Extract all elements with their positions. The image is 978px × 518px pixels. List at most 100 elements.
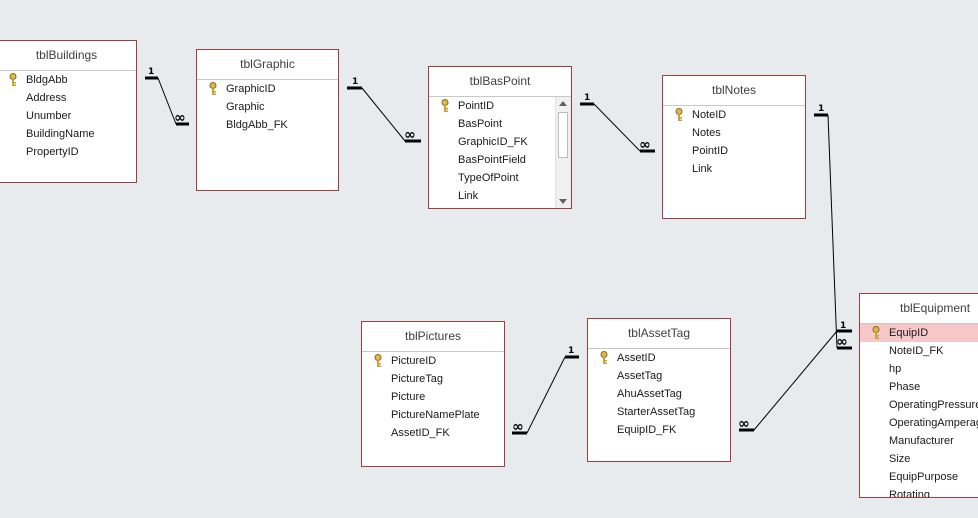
primary-key-icon <box>872 326 880 339</box>
field-noteid-fk[interactable]: NoteID_FK <box>860 342 978 360</box>
field-hp[interactable]: hp <box>860 360 978 378</box>
cardinality-one-label: 1 <box>818 104 824 114</box>
field-picturetag[interactable]: PictureTag <box>362 370 504 388</box>
field-bldgabb[interactable]: BldgAbb <box>0 71 136 89</box>
field-label: PropertyID <box>26 146 79 158</box>
rel-baspoint-notes-line[interactable] <box>593 103 641 152</box>
field-assetid[interactable]: AssetID <box>588 349 730 367</box>
field-label: BasPointField <box>458 154 526 166</box>
table-tblequipment[interactable]: tblEquipment EquipID NoteID_FK hp Phase … <box>859 293 978 498</box>
field-address[interactable]: Address <box>0 89 136 107</box>
cardinality-one-label: 1 <box>840 321 846 331</box>
cardinality-one-label: 1 <box>352 77 358 87</box>
table-tblbuildings[interactable]: tblBuildings BldgAbb Address Unumber Bui… <box>0 40 137 183</box>
field-graphicid[interactable]: GraphicID <box>197 80 338 98</box>
table-title[interactable]: tblBasPoint <box>429 67 571 97</box>
cardinality-many-label: ∞ <box>404 127 416 143</box>
table-title[interactable]: tblBuildings <box>0 41 136 71</box>
field-label: Address <box>26 92 67 104</box>
field-label: AssetID_FK <box>391 427 450 439</box>
field-equipid[interactable]: EquipID <box>860 324 978 342</box>
field-label: AssetID <box>617 352 656 364</box>
field-picture[interactable]: Picture <box>362 388 504 406</box>
primary-key-icon <box>675 108 683 121</box>
field-operatingpressure[interactable]: OperatingPressure <box>860 396 978 414</box>
rel-equipment-assettag-line[interactable] <box>753 330 838 431</box>
cardinality-many-label: ∞ <box>738 416 750 432</box>
table-title[interactable]: tblPictures <box>362 322 504 352</box>
field-pointid[interactable]: PointID <box>663 142 805 160</box>
scroll-down-arrow-icon <box>559 199 567 204</box>
table-title[interactable]: tblNotes <box>663 76 805 106</box>
field-label: EquipID <box>889 327 929 339</box>
field-label: NoteID <box>692 109 727 121</box>
field-manufacturer[interactable]: Manufacturer <box>860 432 978 450</box>
scroll-down-button[interactable] <box>556 194 571 208</box>
field-notes[interactable]: Notes <box>663 124 805 142</box>
primary-key-icon <box>374 354 382 367</box>
field-typeofpoint[interactable]: TypeOfPoint <box>429 169 556 187</box>
field-ahuassettag[interactable]: AhuAssetTag <box>588 385 730 403</box>
scroll-thumb[interactable] <box>558 112 568 158</box>
cardinality-one-label: 1 <box>148 67 154 77</box>
table-tblbaspoint[interactable]: tblBasPoint PointID BasPoint GraphicID_F… <box>428 66 572 209</box>
field-baspoint[interactable]: BasPoint <box>429 115 556 133</box>
field-graphic[interactable]: Graphic <box>197 98 338 116</box>
field-label: PictureID <box>391 355 437 367</box>
field-label: TypeOfPoint <box>458 172 519 184</box>
field-label: PictureNamePlate <box>391 409 480 421</box>
field-label: hp <box>889 363 902 375</box>
field-buildingname[interactable]: BuildingName <box>0 125 136 143</box>
field-rotating[interactable]: Rotating <box>860 486 978 498</box>
rel-notes-equipment-line[interactable] <box>827 114 838 349</box>
field-label: Picture <box>391 391 426 403</box>
cardinality-one-label: 1 <box>584 93 590 103</box>
table-title[interactable]: tblAssetTag <box>588 319 730 349</box>
field-equipid-fk[interactable]: EquipID_FK <box>588 421 730 439</box>
field-equippurpose[interactable]: EquipPurpose <box>860 468 978 486</box>
field-size[interactable]: Size <box>860 450 978 468</box>
field-phase[interactable]: Phase <box>860 378 978 396</box>
cardinality-many-label: ∞ <box>174 110 186 126</box>
field-label: BuildingName <box>26 128 95 140</box>
field-picturenameplate[interactable]: PictureNamePlate <box>362 406 504 424</box>
field-label: Rotating <box>889 489 930 498</box>
field-link[interactable]: Link <box>429 187 556 205</box>
field-label: Link <box>458 190 479 202</box>
field-label: EquipPurpose <box>889 471 959 483</box>
field-bldgabb-fk[interactable]: BldgAbb_FK <box>197 116 338 134</box>
field-noteid[interactable]: NoteID <box>663 106 805 124</box>
field-graphicid-fk[interactable]: GraphicID_FK <box>429 133 556 151</box>
field-label: OperatingAmperage <box>889 417 978 429</box>
rel-buildings-graphic-line[interactable] <box>157 77 177 125</box>
field-label: Phase <box>889 381 921 393</box>
field-assettag[interactable]: AssetTag <box>588 367 730 385</box>
field-label: BasPoint <box>458 118 503 130</box>
scroll-up-button[interactable] <box>556 97 571 111</box>
field-link[interactable]: Link <box>663 160 805 178</box>
primary-key-icon <box>209 82 217 95</box>
field-unumber[interactable]: Unumber <box>0 107 136 125</box>
field-label: PointID <box>458 100 495 112</box>
table-title[interactable]: tblEquipment <box>860 294 978 324</box>
table-tblgraphic[interactable]: tblGraphic GraphicID Graphic BldgAbb_FK <box>196 49 339 191</box>
field-pointid[interactable]: PointID <box>429 97 556 115</box>
field-starterassettag[interactable]: StarterAssetTag <box>588 403 730 421</box>
rel-assettag-pictures-line[interactable] <box>526 356 566 434</box>
vertical-scrollbar[interactable] <box>555 97 571 208</box>
field-label: EquipID_FK <box>617 424 677 436</box>
field-assetid-fk[interactable]: AssetID_FK <box>362 424 504 442</box>
rel-graphic-baspoint-line[interactable] <box>361 87 406 142</box>
field-operatingamperage[interactable]: OperatingAmperage <box>860 414 978 432</box>
table-tblassettag[interactable]: tblAssetTag AssetID AssetTag AhuAssetTag… <box>587 318 731 462</box>
field-pictureid[interactable]: PictureID <box>362 352 504 370</box>
table-tblnotes[interactable]: tblNotes NoteID Notes PointID Link <box>662 75 806 219</box>
cardinality-many-label: ∞ <box>512 419 524 435</box>
table-title[interactable]: tblGraphic <box>197 50 338 80</box>
cardinality-one-label: 1 <box>568 346 574 356</box>
field-label: GraphicID <box>226 83 276 95</box>
field-baspointfield[interactable]: BasPointField <box>429 151 556 169</box>
table-tblpictures[interactable]: tblPictures PictureID PictureTag Picture… <box>361 321 505 467</box>
field-propertyid[interactable]: PropertyID <box>0 143 136 161</box>
